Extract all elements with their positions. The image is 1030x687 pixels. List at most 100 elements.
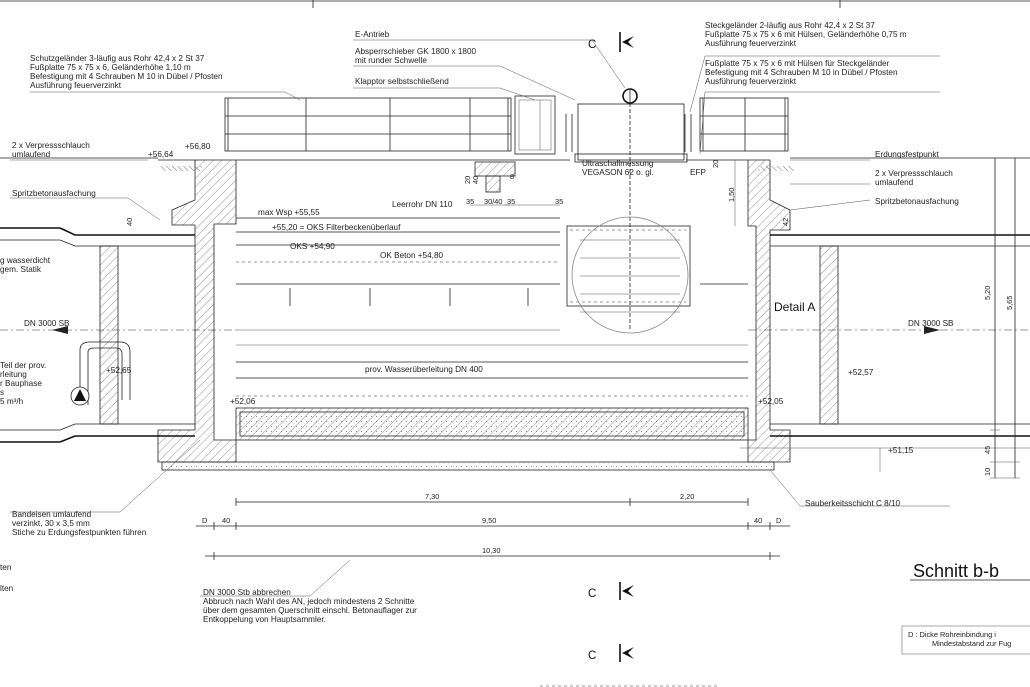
dim-220: 2,20: [680, 492, 694, 501]
label-fuss-1: Fußplatte 75 x 75 x 6 mit Hülsen für Ste…: [705, 59, 890, 68]
label-abbruch-4: Entkoppelung von Hauptsammler.: [203, 615, 326, 624]
dim-40b: 40: [754, 516, 762, 525]
dim-d1: D: [202, 516, 207, 525]
elev-5257: +52,57: [848, 368, 874, 377]
pipe-right: [748, 234, 1030, 437]
label-ok-beton: OK Beton +54,80: [380, 251, 443, 260]
label-wasserdicht-1: g wasserdicht: [0, 256, 51, 265]
label-fuss-3: Ausführung feuerverzinkt: [705, 77, 797, 86]
right-dimension: [734, 157, 1020, 479]
label-wasserueber: prov. Wasserüberleitung DN 400: [365, 365, 483, 374]
label-left-cut-2: lten: [0, 584, 14, 593]
label-abbruch-2: Abbruch nach Wahl des AN, jedoch mindest…: [203, 597, 415, 606]
label-verpress-l2: umlaufend: [12, 150, 51, 159]
section-cut-top: [619, 32, 634, 52]
label-verpress-r2: umlaufend: [875, 178, 914, 187]
bottom-dimensions: [196, 498, 790, 560]
label-verpress-l1: 2 x Verpressschlauch: [12, 141, 90, 150]
note-line-2: Mindestabstand zur Fug: [932, 639, 1011, 648]
section-mark-c-bottom: C: [588, 650, 596, 662]
label-detail-a: Detail A: [774, 300, 815, 314]
label-ultraschall-2: VEGASON 62 o. gl.: [582, 168, 654, 177]
elev-5205: +52,05: [758, 397, 784, 406]
railing-left: [224, 97, 512, 152]
label-prov-1: Teil der prov.: [0, 361, 46, 370]
pipe-left: [0, 227, 236, 443]
dim-20b: 20: [711, 160, 720, 168]
dim-35b: 35: [507, 197, 515, 206]
label-oks: OKS +54,90: [290, 242, 335, 251]
label-maxwsp: max Wsp +55,55: [258, 208, 320, 217]
label-erdung: Erdungsfestpunkt: [875, 150, 939, 159]
label-prov-3: r Bauphase: [0, 379, 42, 388]
dim-20a: 20: [463, 176, 472, 184]
label-verpress-r1: 2 x Verpressschlauch: [875, 169, 953, 178]
label-abbruch-3: über dem gesamten Querschnitt einschl. B…: [203, 606, 417, 615]
label-wasserdicht-2: gem. Statik: [0, 265, 42, 274]
dim-3040: 30/40: [484, 197, 503, 206]
leader-lines: [10, 39, 1030, 655]
label-schutz-3: Befestigung mit 4 Schrauben M 10 in Dübe…: [30, 72, 223, 81]
drawing-title: Schnitt b-b: [913, 561, 999, 581]
elev-5115: +51,15: [888, 446, 914, 455]
wall-right: [747, 159, 791, 463]
railing-right: [565, 97, 789, 152]
label-prov-5: 5 m³/h: [0, 397, 24, 406]
label-left-cut-1: ten: [0, 563, 12, 572]
label-spritz-r: Spritzbetonausfachung: [875, 197, 959, 206]
label-steck-3: Ausführung feuerverzinkt: [705, 39, 797, 48]
dim-950: 9,50: [482, 516, 496, 525]
label-spritz-l: Spritzbetonausfachung: [12, 189, 96, 198]
label-fuss-2: Befestigung mit 4 Schrauben M 10 in Dübe…: [705, 68, 898, 77]
elev-5265: +52,65: [106, 366, 132, 375]
section-cut-bottom: [540, 644, 720, 687]
dim-40w: 40: [471, 176, 480, 184]
railing-gate: [514, 95, 556, 155]
section-mark-c-top: C: [588, 39, 596, 51]
dim-42: 42: [781, 218, 790, 226]
dim-520: 5,20: [983, 286, 992, 300]
label-leerrohr: Leerrohr DN 110: [392, 200, 453, 209]
label-steck-1: Steckgeländer 2-läufig aus Rohr 42,4 x 2…: [705, 21, 875, 30]
elev-5664: +56,64: [148, 150, 174, 159]
dim-565: 5,65: [1005, 296, 1014, 310]
label-efp: EFP: [690, 168, 706, 177]
label-dn-right: DN 3000 SB: [908, 319, 954, 328]
label-dn-left: DN 3000 SB: [24, 319, 70, 328]
label-bandeisen-3: Stiche zu Erdungsfestpunkten führen: [12, 528, 147, 537]
wall-left: [157, 159, 775, 471]
dim-1030: 10,30: [482, 546, 501, 555]
label-bandeisen-1: Bandeisen umlaufend: [12, 510, 92, 519]
label-steck-2: Fußplatte 75 x 75 x 6 mit Hülsen, Geländ…: [705, 30, 907, 39]
label-e-antrieb: E-Antrieb: [355, 30, 390, 39]
label-oks-filter: +55,20 = OKS Filterbeckenüberlauf: [272, 223, 401, 232]
label-schutz-4: Ausführung feuerverzinkt: [30, 81, 122, 90]
floor-slab: [235, 407, 749, 441]
label-prov-2: rleitung: [0, 370, 27, 379]
dim-8: 8: [510, 172, 514, 181]
elev-5206: +52,06: [230, 397, 256, 406]
label-prov-4: s: [0, 388, 4, 397]
dim-35a: 35: [466, 197, 474, 206]
label-ultraschall-1: Ultraschallmessung: [582, 159, 654, 168]
dim-35c: 35: [555, 197, 563, 206]
bypass-pipe: [70, 341, 131, 406]
valve-frame: [566, 88, 691, 334]
dim-40a: 40: [222, 516, 230, 525]
label-sauberkeit: Sauberkeitsschicht C 8/10: [805, 499, 901, 508]
dim-45: 45: [983, 446, 992, 454]
label-abbruch-1: DN 3000 Stb abbrechen: [203, 588, 291, 597]
label-absperr-2: mit runder Schwelle: [355, 56, 427, 65]
dim-d2: D: [776, 516, 781, 525]
note-line-1: D : Dicke Rohreinbindung i: [908, 630, 996, 639]
label-schutz-2: Fußplatte 75 x 75 x 6, Geländerhöhe 1,10…: [30, 63, 191, 72]
section-cut-mid: [619, 582, 634, 600]
baffles: [236, 288, 748, 346]
section-mark-c-mid: C: [588, 588, 596, 600]
top-slab: [236, 159, 748, 193]
water-levels: [236, 217, 748, 397]
label-schutz-1: Schutzgeländer 3-läufig aus Rohr 42,4 x …: [30, 54, 205, 63]
label-absperr-1: Absperrschieber GK 1800 x 1800: [355, 47, 477, 56]
label-klapptor: Klapptor selbstschließend: [355, 77, 449, 86]
